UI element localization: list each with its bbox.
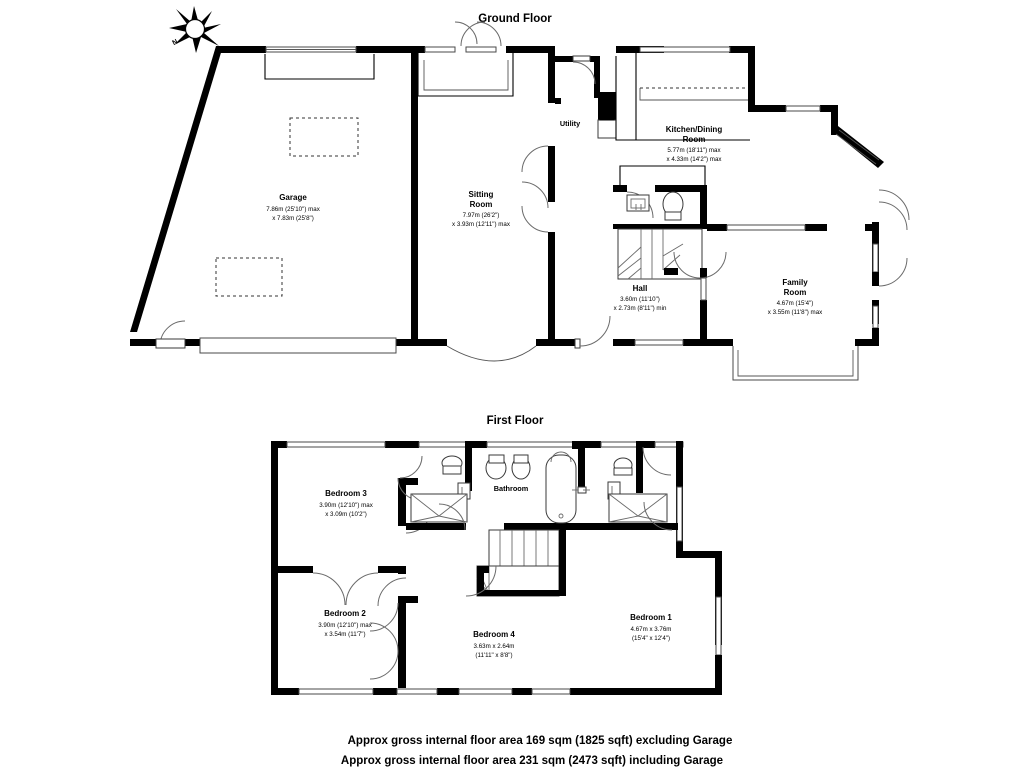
- hall-label: Hall 3.60m (11'10") x 2.73m (8'11") min: [614, 284, 667, 312]
- sitting-room-dim-1: 7.97m (26'2"): [463, 212, 500, 219]
- bedroom1-dim-2: (15'4" x 12'4"): [632, 635, 670, 642]
- floor-title-first: First Floor: [487, 415, 544, 427]
- sitting-room-label: Sitting Room 7.97m (26'2") x 3.93m (12'1…: [452, 190, 511, 228]
- family-room-label: Family Room 4.67m (15'4") x 3.55m (11'8"…: [768, 278, 823, 316]
- ground-floor-plan: Garage 7.86m (25'10") max x 7.83m (25'8"…: [130, 21, 910, 381]
- summary-line-1: Approx gross internal floor area 169 sqm…: [348, 735, 733, 747]
- garage-marking-bottom: [215, 257, 283, 297]
- bedroom3-dim-1: 3.90m (12'10") max: [319, 502, 373, 509]
- garage-dim-1: 7.86m (25'10") max: [266, 206, 320, 213]
- family-room-dim-2: x 3.55m (11'8") max: [768, 309, 823, 316]
- first-floor-staircase: [438, 501, 673, 597]
- ensuite-left: [406, 441, 472, 530]
- compass-north-label: N: [171, 38, 179, 47]
- kitchen-name-1: Kitchen/Dining: [666, 125, 723, 134]
- hall-dim-1: 3.60m (11'10"): [620, 296, 660, 303]
- bedroom4-name: Bedroom 4: [473, 630, 515, 639]
- utility-walls: [555, 55, 617, 139]
- utility-name: Utility: [560, 119, 581, 128]
- bedroom4-label: Bedroom 4 3.63m x 2.64m (11'11" x 8'8"): [473, 630, 515, 659]
- bedroom1-label: Bedroom 1 4.67m x 3.76m (15'4" x 12'4"): [630, 613, 672, 642]
- hall-name: Hall: [633, 284, 648, 293]
- bedroom2-dim-1: 3.90m (12'10") max: [318, 622, 372, 629]
- bedroom2-walls: [369, 596, 418, 688]
- bedroom3-dim-2: x 3.09m (10'2"): [325, 511, 367, 518]
- garage-label: Garage 7.86m (25'10") max x 7.83m (25'8"…: [266, 193, 320, 222]
- garage-name: Garage: [279, 193, 307, 202]
- bathroom-name: Bathroom: [494, 484, 529, 493]
- floor-title-ground: Ground Floor: [478, 13, 552, 25]
- hall-dim-2: x 2.73m (8'11") min: [614, 305, 667, 312]
- kitchen-dim-1: 5.77m (18'11") max: [667, 147, 721, 154]
- compass-rose: N: [169, 6, 221, 53]
- bedroom3-name: Bedroom 3: [325, 489, 367, 498]
- bedroom4-dim-1: 3.63m x 2.64m: [474, 643, 515, 650]
- sitting-room-dim-2: x 3.93m (12'11") max: [452, 221, 511, 228]
- family-room-name-1: Family: [782, 278, 808, 287]
- bedroom3-label: Bedroom 3 3.90m (12'10") max x 3.09m (10…: [319, 489, 373, 518]
- kitchen-dining-label: Kitchen/Dining Room 5.77m (18'11") max x…: [666, 125, 723, 163]
- summary-line-2: Approx gross internal floor area 231 sqm…: [341, 755, 723, 767]
- bedroom4-dim-2: (11'11" x 8'8"): [475, 652, 512, 659]
- family-room-name-2: Room: [784, 288, 807, 297]
- hall-walls: [548, 165, 727, 349]
- garage-dim-2: x 7.83m (25'8"): [272, 215, 314, 222]
- kitchen-dim-2: x 4.33m (14'2") max: [667, 156, 723, 163]
- kitchen-dining-walls: [615, 46, 884, 168]
- bedroom2-name: Bedroom 2: [324, 609, 366, 618]
- first-floor-plan: Bedroom 3 3.90m (12'10") max x 3.09m (10…: [271, 441, 722, 695]
- ground-staircase: [617, 228, 703, 280]
- family-room-dim-1: 4.67m (15'4"): [777, 300, 814, 307]
- bedroom1-name: Bedroom 1: [630, 613, 672, 622]
- kitchen-name-2: Room: [683, 135, 706, 144]
- sitting-room-name-1: Sitting: [469, 190, 494, 199]
- bedroom2-dim-2: x 3.54m (11'7"): [324, 631, 365, 638]
- sitting-room-walls: [411, 21, 555, 362]
- bedroom1-dim-1: 4.67m x 3.76m: [631, 626, 672, 633]
- family-room-walls: [707, 189, 910, 381]
- garage-marking-top: [289, 117, 359, 157]
- sitting-room-name-2: Room: [470, 200, 493, 209]
- bedroom2-label: Bedroom 2 3.90m (12'10") max x 3.54m (11…: [318, 609, 372, 638]
- garage-walls: [130, 46, 418, 354]
- ensuite-right: [572, 441, 678, 530]
- bathroom-fixtures: [485, 441, 590, 530]
